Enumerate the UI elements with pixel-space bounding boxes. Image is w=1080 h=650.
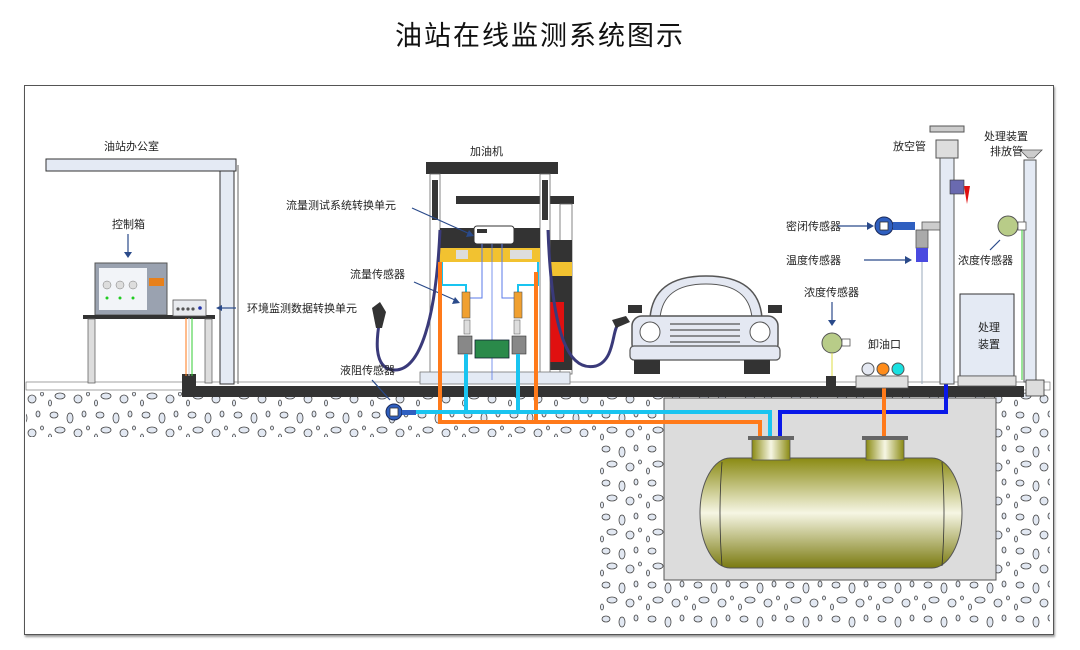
vent-pipe	[915, 125, 970, 385]
treatment-device-label-1: 处理	[978, 321, 1000, 334]
flow-unit-label: 流量测试系统转换单元	[286, 198, 396, 212]
seal-sensor-label: 密闭传感器	[786, 219, 841, 233]
env-data-unit	[172, 299, 207, 317]
diagram-title: 油站在线监测系统图示	[395, 21, 685, 52]
arrow-down-icon	[124, 252, 132, 258]
vent-pipe-label: 放空管	[893, 139, 926, 153]
flow-sensor-left	[461, 291, 471, 319]
control-cabinet-label: 控制箱	[112, 217, 145, 231]
flow-sensor-label: 流量传感器	[350, 267, 405, 281]
arrow-right-icon	[905, 256, 912, 264]
flow-test-unit	[473, 225, 515, 245]
underground-tank	[699, 436, 963, 569]
env-unit-label: 环境监测数据转换单元	[247, 301, 357, 315]
treatment-device-label-2: 装置	[978, 338, 1000, 351]
flow-sensor-right	[513, 291, 523, 319]
hose-left	[375, 229, 442, 372]
liquid-resist-sensor-label: 液阻传感器	[340, 363, 395, 377]
nozzle-left	[372, 302, 386, 328]
unload-port-label: 卸油口	[868, 337, 901, 351]
conc-sensor-mid	[821, 332, 851, 388]
oil-line	[438, 262, 762, 440]
dispenser-label: 加油机	[470, 144, 503, 158]
unload-port	[855, 362, 909, 389]
conc-sensor-mid-label: 浓度传感器	[804, 285, 859, 299]
nozzle-right	[612, 316, 630, 328]
arrow-left-icon	[216, 305, 222, 311]
arrow-right-icon	[867, 222, 874, 230]
temp-sensor-label: 温度传感器	[786, 253, 841, 267]
conc-sensor-right-label: 浓度传感器	[958, 253, 1013, 267]
vent-line	[778, 382, 948, 440]
vapor-line	[400, 410, 772, 440]
arrow-down-icon	[828, 320, 836, 326]
treatment-device	[957, 293, 1017, 387]
liquid-resist-sensor	[385, 403, 416, 421]
control-cabinet	[94, 262, 168, 316]
treatment-vent-label-2: 排放管	[990, 144, 1023, 158]
ground-slab	[182, 386, 1024, 397]
pump-motor	[474, 339, 510, 359]
conc-sensor-right	[997, 215, 1027, 380]
valve-icon	[964, 186, 970, 204]
treatment-vent-label-1: 处理装置	[984, 130, 1028, 143]
hose-right	[546, 229, 620, 369]
office-building	[45, 158, 239, 385]
arrow-icon	[452, 297, 460, 304]
desk	[83, 315, 215, 319]
office-label: 油站办公室	[104, 139, 159, 153]
car	[628, 275, 782, 374]
treatment-vent-pipe	[1019, 149, 1043, 383]
seal-sensor	[874, 216, 915, 236]
arrow-icon	[466, 230, 474, 237]
